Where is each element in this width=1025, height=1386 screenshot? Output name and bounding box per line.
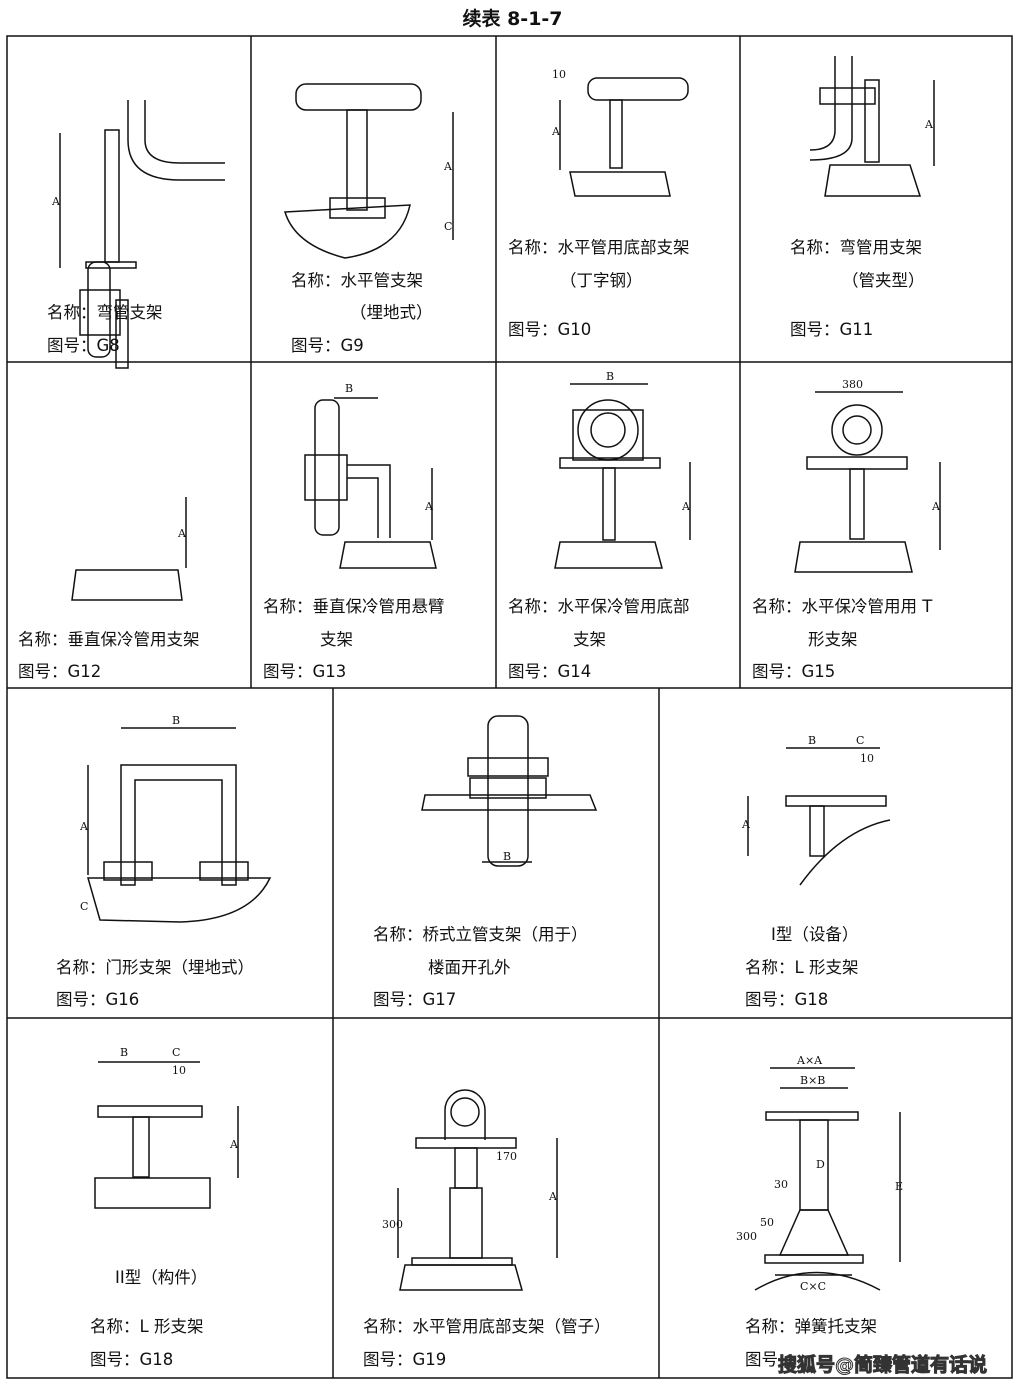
caption-name: 名称：弹簧托支架 xyxy=(745,1317,877,1336)
dim-spring-e: E xyxy=(895,1180,903,1193)
caption-name-cont: （丁字钢） xyxy=(560,271,643,290)
dim-g17-b: B xyxy=(503,850,511,863)
caption-fig: 图号：G8 xyxy=(47,336,120,355)
dim-spring-axa: A×A xyxy=(796,1054,823,1067)
dim-g9-a: A xyxy=(443,160,453,173)
dim-g10-10: 10 xyxy=(552,68,566,81)
caption-fig: 图号：G14 xyxy=(508,662,592,681)
caption-name: 名称：水平管支架 xyxy=(291,271,423,290)
dim-g18b-c: C xyxy=(172,1046,180,1059)
caption-name: 名称：水平保冷管用用 T xyxy=(752,597,933,616)
caption-name-cont: 形支架 xyxy=(808,630,858,649)
dim-g15-a: A xyxy=(931,500,941,513)
dim-g18a-a: A xyxy=(741,818,751,831)
caption-type: II型（构件） xyxy=(115,1268,208,1287)
dim-g18a-10: 10 xyxy=(860,752,874,765)
caption-name-cont: 支架 xyxy=(573,630,606,649)
caption-name: 名称：弯管支架 xyxy=(47,303,163,322)
dim-g18b-b: B xyxy=(120,1046,128,1059)
caption-name: 名称：垂直保冷管用悬臂 xyxy=(263,597,445,616)
caption-name: 名称：水平保冷管用底部 xyxy=(508,597,690,616)
dim-g16-b: B xyxy=(172,714,180,727)
dim-spring-300: 300 xyxy=(736,1230,757,1243)
dim-g14-b: B xyxy=(606,370,614,383)
drawing-g13 xyxy=(304,397,437,569)
caption-fig: 图号：G19 xyxy=(363,1350,447,1369)
drawing-g18b xyxy=(94,1061,239,1209)
dim-g10-a: A xyxy=(551,125,561,138)
drawing-spring xyxy=(754,1067,901,1291)
caption-name-cont: 支架 xyxy=(320,630,353,649)
dim-g13-b: B xyxy=(345,382,353,395)
caption-fig: 图号：G18 xyxy=(90,1350,174,1369)
drawing-g11 xyxy=(809,56,935,197)
watermark: 搜狐号@简臻管道有话说 xyxy=(777,1354,988,1377)
caption-fig: 图号：G13 xyxy=(263,662,347,681)
table-title: 续表 8-1-7 xyxy=(462,8,563,30)
caption-fig: 图号：G15 xyxy=(752,662,836,681)
drawing-g12 xyxy=(71,261,187,601)
dim-spring-30: 30 xyxy=(774,1178,788,1191)
caption-name: 名称：水平管用底部支架 xyxy=(508,238,690,257)
dim-g18b-a: A xyxy=(229,1138,239,1151)
caption-name-cont: 楼面开孔外 xyxy=(428,958,511,977)
dim-spring-cxc: C×C xyxy=(800,1280,826,1293)
drawing-g8 xyxy=(59,100,225,269)
dim-spring-d: D xyxy=(816,1158,825,1171)
caption-name: 名称：L 形支架 xyxy=(745,958,859,977)
drawing-g9 xyxy=(284,83,454,259)
dim-g11-a: A xyxy=(924,118,934,131)
caption-name: 名称：水平管用底部支架（管子） xyxy=(363,1317,611,1336)
caption-fig: 图号：G11 xyxy=(790,320,874,339)
caption-fig: 图号： xyxy=(745,1350,795,1369)
table-grid xyxy=(6,35,1013,1379)
caption-name: 名称：弯管用支架 xyxy=(790,238,922,257)
caption-type: I型（设备） xyxy=(771,925,859,944)
caption-name: 名称：桥式立管支架（用于） xyxy=(373,925,588,944)
caption-fig: 图号：G10 xyxy=(508,320,592,339)
caption-fig: 图号：G9 xyxy=(291,336,364,355)
dim-g16-c: C xyxy=(80,900,88,913)
caption-fig: 图号：G12 xyxy=(18,662,102,681)
dim-spring-bxb: B×B xyxy=(800,1074,825,1087)
dim-g8-a: A xyxy=(51,195,61,208)
caption-fig: 图号：G18 xyxy=(745,990,829,1009)
dim-g19-a: A xyxy=(548,1190,558,1203)
drawing-g14 xyxy=(554,383,691,569)
caption-name-cont: （管夹型） xyxy=(842,271,925,290)
dimension-labels: A A C 10 A A A B A B A 380 A B A C B B C… xyxy=(51,68,941,1293)
caption-name-cont: （埋地式） xyxy=(350,303,433,322)
caption-fig: 图号：G17 xyxy=(373,990,457,1009)
dim-g18b-10: 10 xyxy=(172,1064,186,1077)
drawing-g18a xyxy=(747,747,891,886)
caption-name: 名称：门形支架（埋地式） xyxy=(56,958,254,977)
dim-g13-a: A xyxy=(424,500,434,513)
caption-name: 名称：垂直保冷管用支架 xyxy=(18,630,200,649)
dim-g15-380: 380 xyxy=(842,378,863,391)
dim-g19-170: 170 xyxy=(496,1150,517,1163)
dim-g16-a: A xyxy=(79,820,89,833)
dim-g12-a: A xyxy=(177,527,187,540)
dim-g9-c: C xyxy=(444,220,452,233)
dim-spring-50: 50 xyxy=(760,1216,774,1229)
drawing-g16 xyxy=(87,727,272,923)
drawing-g15 xyxy=(794,391,941,573)
dim-g18a-c: C xyxy=(856,734,864,747)
drawing-g19 xyxy=(397,1089,558,1291)
drawing-g10 xyxy=(559,77,689,197)
dim-g19-300: 300 xyxy=(382,1218,403,1231)
dim-g18a-b: B xyxy=(808,734,816,747)
caption-name: 名称：L 形支架 xyxy=(90,1317,204,1336)
caption-fig: 图号：G16 xyxy=(56,990,140,1009)
drawing-g17 xyxy=(421,715,598,867)
dim-g14-a: A xyxy=(681,500,691,513)
